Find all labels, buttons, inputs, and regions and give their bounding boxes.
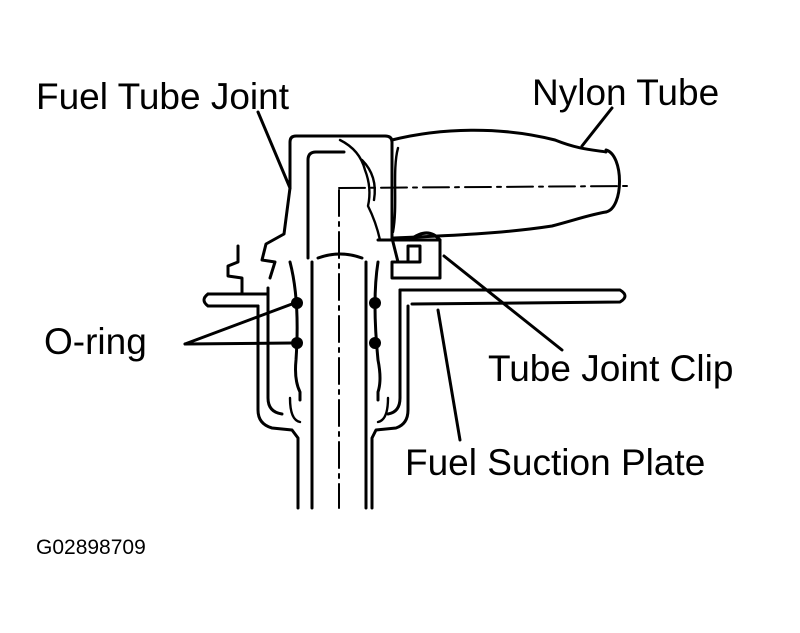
- nylon-tube-label: Nylon Tube: [532, 72, 720, 113]
- fuel-suction-plate-label: Fuel Suction Plate: [405, 442, 706, 483]
- leader-tube-joint-clip: [442, 254, 564, 352]
- o-ring-lower-left: [291, 337, 303, 349]
- leader-fuel-tube-joint: [256, 110, 292, 190]
- fuel-tube-joint: [260, 134, 402, 416]
- leader-fuel-suction-plate: [436, 308, 462, 442]
- leader-nylon-tube: [580, 106, 614, 148]
- leader-o-ring-upper: [183, 302, 294, 346]
- o-ring-lower-right: [369, 337, 381, 349]
- o-ring-upper-left: [291, 297, 303, 309]
- fuel-suction-plate: [398, 288, 627, 306]
- tube-joint-clip: [376, 231, 442, 280]
- joint-flange: [202, 244, 410, 510]
- inner-pipe: [288, 252, 390, 510]
- tube-joint-clip-label: Tube Joint Clip: [488, 348, 734, 389]
- fuel-tube-joint-label: Fuel Tube Joint: [36, 76, 289, 117]
- figure-code: G02898709: [36, 536, 146, 559]
- o-ring-upper-right: [369, 297, 381, 309]
- leader-o-ring-lower: [183, 341, 294, 346]
- nylon-tube: [390, 128, 621, 240]
- horizontal-centerline: [338, 185, 629, 189]
- o-ring-label: O-ring: [44, 321, 147, 362]
